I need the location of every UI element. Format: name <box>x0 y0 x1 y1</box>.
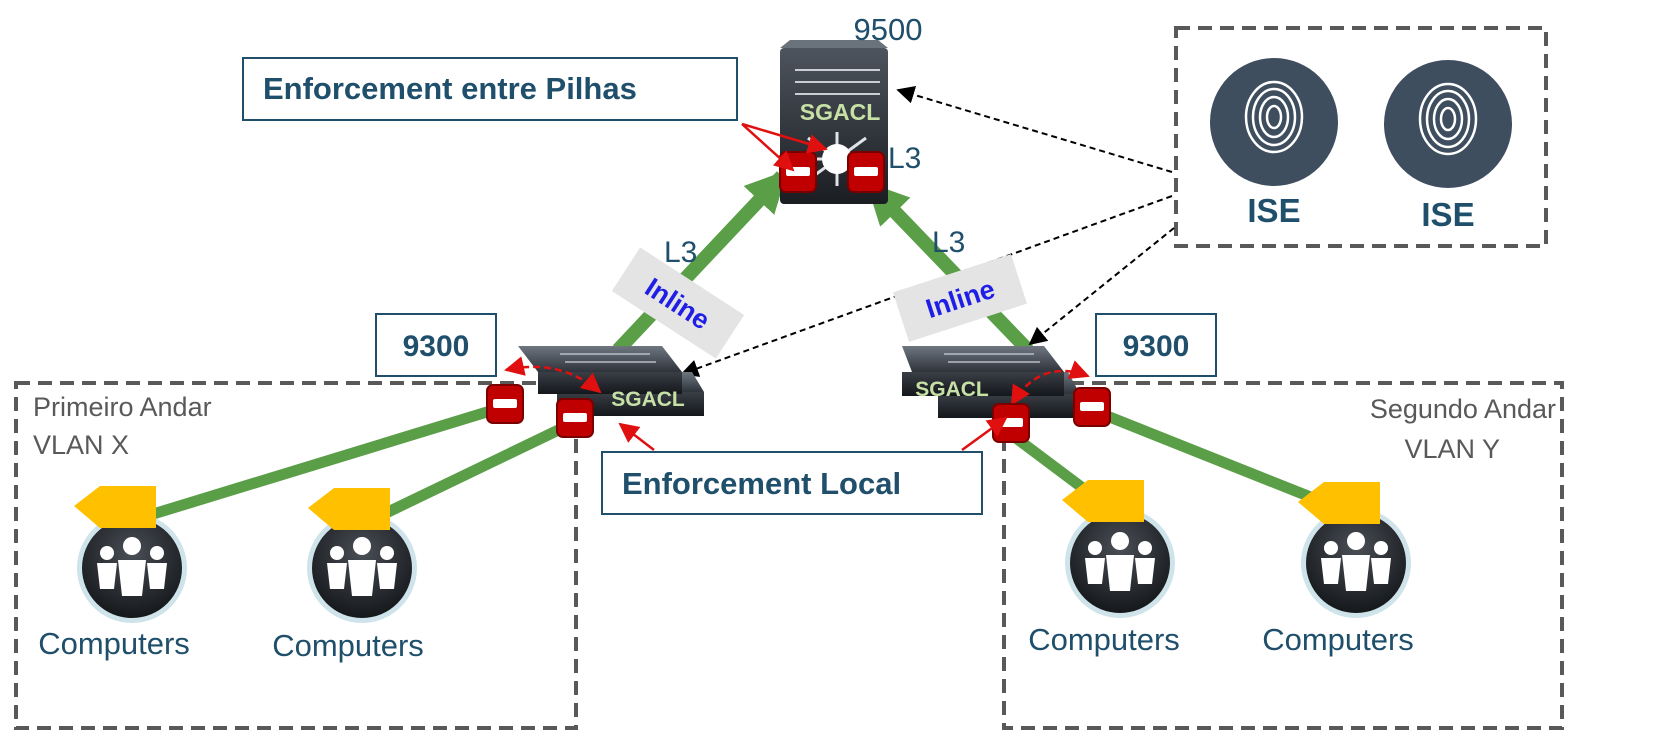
ise-cluster-box <box>1174 26 1548 248</box>
right-model-label: 9300 <box>1123 330 1190 363</box>
access-link-left-2 <box>383 418 576 518</box>
ise-label-1: ISE <box>1247 192 1300 229</box>
segundo-andar-area <box>1002 381 1564 730</box>
ise-label-2: ISE <box>1421 196 1474 233</box>
primeiro-andar-area <box>14 381 578 730</box>
callout-arrow <box>618 422 655 451</box>
stack-enforcement-callout <box>242 57 738 121</box>
group-icon <box>327 537 397 596</box>
ise-policy-arrow-core <box>896 86 1173 173</box>
right-model-box <box>1095 313 1217 377</box>
right-sgacl-label: SGACL <box>915 378 989 401</box>
ise-policy-arrow-right <box>1028 227 1175 346</box>
core-model-label: 9500 <box>854 12 923 47</box>
ise-node-2: ISE <box>1384 60 1512 233</box>
enforcement-icon <box>779 151 817 193</box>
fingerprint-icon <box>1418 82 1478 156</box>
ise-node-1: ISE <box>1210 58 1338 229</box>
tag-icon <box>1298 482 1380 524</box>
right-inline-badge: Inline <box>893 254 1027 342</box>
right-area-line2: VLAN Y <box>1404 434 1500 464</box>
access-link-right-1 <box>1008 430 1092 497</box>
stack-enforcement-text: Enforcement entre Pilhas <box>263 71 637 106</box>
fingerprint-icon <box>1244 80 1304 154</box>
local-enforcement-text: Enforcement Local <box>622 466 901 501</box>
endpoint-label-left-2: Computers <box>272 628 424 663</box>
left-sgacl-label: SGACL <box>611 388 685 411</box>
core-sgacl-label: SGACL <box>800 99 881 125</box>
core-l3-label: L3 <box>888 142 921 175</box>
callout-arrow <box>961 416 1008 452</box>
tag-icon <box>308 488 390 530</box>
access-link-right-2 <box>1089 404 1321 506</box>
enforcement-icon <box>486 384 524 424</box>
endpoint-label-left-1: Computers <box>38 626 190 661</box>
right-local-arrow <box>1010 360 1090 406</box>
endpoint-group-left-2: Computers <box>272 488 424 663</box>
right-l3-label: L3 <box>932 226 965 259</box>
tag-icon <box>1062 480 1144 522</box>
endpoint-group-left-1: Computers <box>38 486 190 661</box>
endpoint-group-right-1: Computers <box>1028 480 1180 657</box>
right-area-line1: Segundo Andar <box>1370 394 1556 424</box>
endpoint-label-right-1: Computers <box>1028 622 1180 657</box>
left-area-line2: VLAN X <box>33 430 129 460</box>
left-model-box <box>375 313 497 377</box>
group-icon <box>97 537 167 596</box>
tag-icon <box>74 486 156 528</box>
access-link-left-1 <box>148 402 502 521</box>
callout-arrow <box>741 123 795 172</box>
left-local-arrow <box>504 356 602 394</box>
right-uplink <box>866 181 1034 355</box>
left-l3-label: L3 <box>664 236 697 269</box>
left-model-label: 9300 <box>403 330 470 363</box>
endpoint-group-right-2: Computers <box>1262 482 1414 657</box>
group-icon <box>1085 532 1155 591</box>
local-enforcement-callout <box>601 451 983 515</box>
enforcement-icon <box>556 398 594 438</box>
enforcement-icon <box>847 151 885 193</box>
enforcement-icon <box>1073 387 1111 427</box>
endpoint-label-right-2: Computers <box>1262 622 1414 657</box>
left-area-line1: Primeiro Andar <box>33 392 212 422</box>
left-uplink <box>612 169 788 355</box>
group-icon <box>1321 532 1391 591</box>
callout-arrow <box>741 122 828 154</box>
